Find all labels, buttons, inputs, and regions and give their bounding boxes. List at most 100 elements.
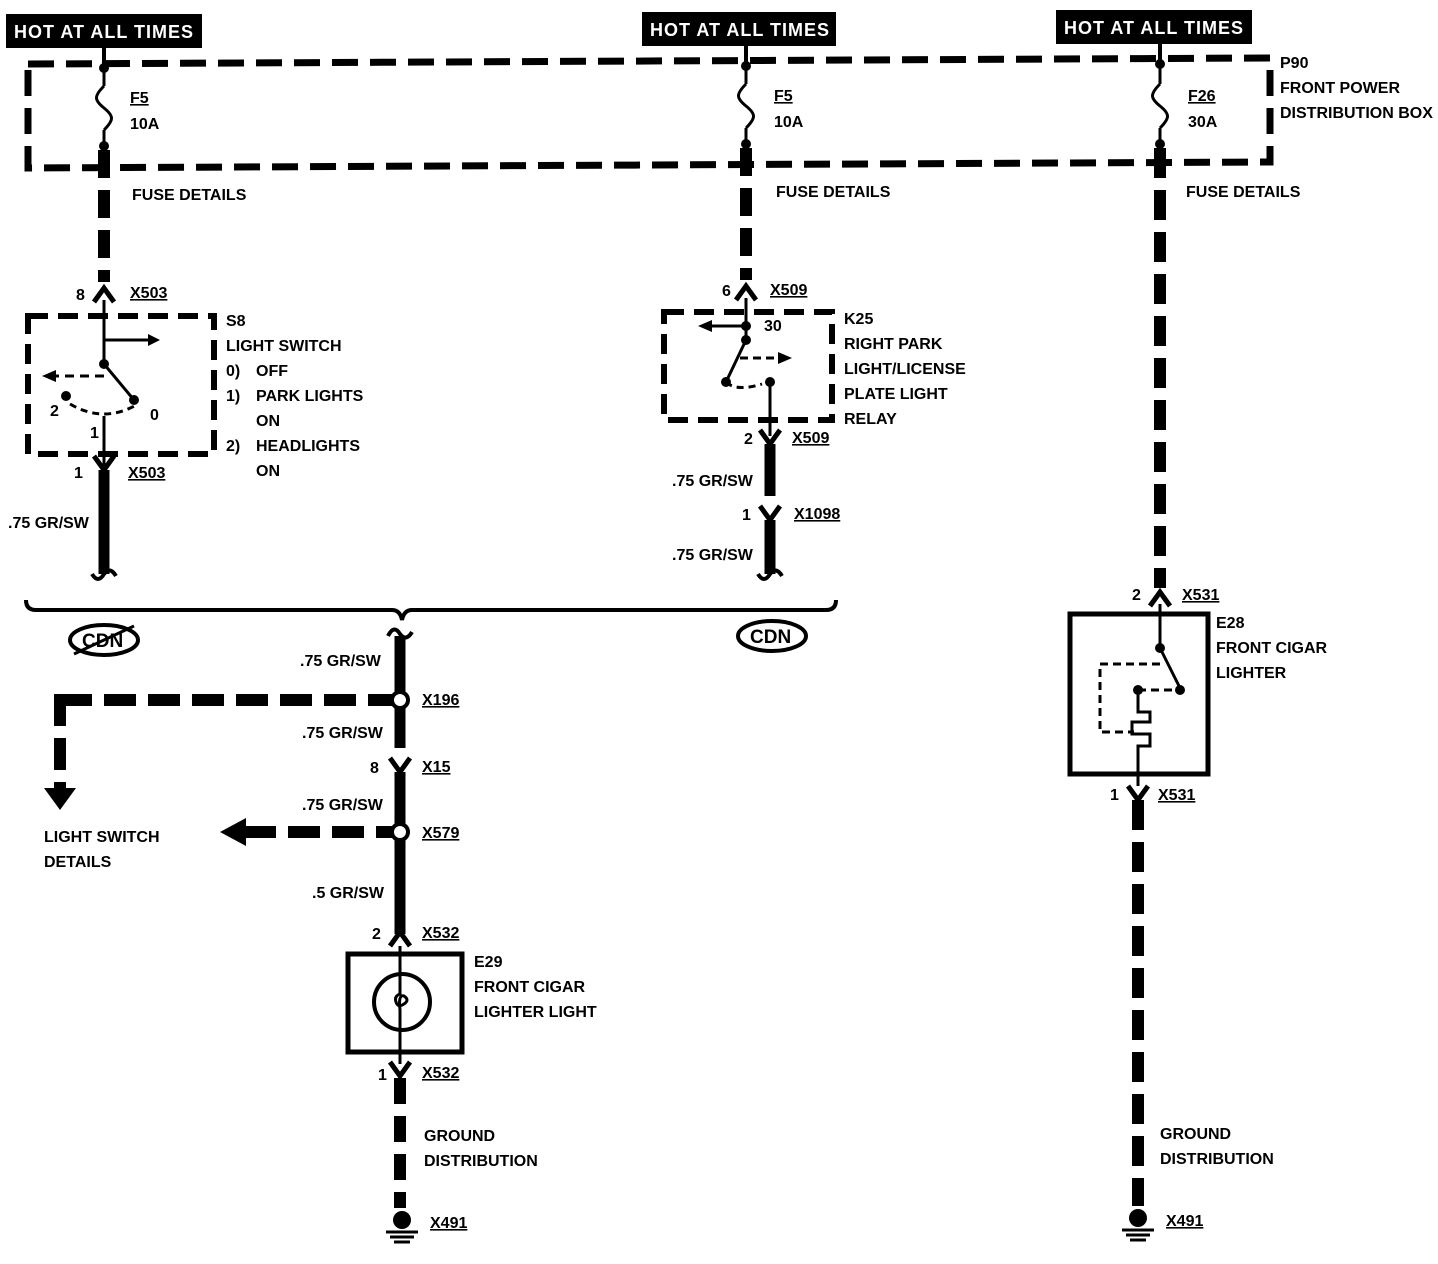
connector-arrow	[1125, 784, 1151, 805]
switch-pin-bottom: 1	[90, 425, 99, 442]
pin-number: 1	[1110, 787, 1119, 804]
component-name-line: RIGHT PARK	[844, 336, 943, 353]
fuse-details-link[interactable]: FUSE DETAILS	[776, 184, 891, 201]
connector-id: X491	[430, 1215, 467, 1232]
fuse-id: F5	[774, 88, 793, 105]
fuse-details-link[interactable]: FUSE DETAILS	[1186, 184, 1301, 201]
relay-terminal: 30	[764, 318, 782, 335]
connector-id: X503	[128, 465, 165, 482]
relay-symbol	[698, 298, 792, 436]
switch-pos-text: ON	[256, 463, 280, 480]
power-box-name-line2: DISTRIBUTION BOX	[1280, 105, 1433, 122]
wire-break	[756, 568, 784, 581]
connector-arrow	[91, 283, 117, 304]
hot-badge-left: HOT AT ALL TIMES	[6, 14, 202, 48]
fuse-details-link[interactable]: FUSE DETAILS	[132, 187, 247, 204]
component-id: S8	[226, 313, 246, 330]
light-switch-box	[25, 313, 217, 457]
switch-pos-text: ON	[256, 413, 280, 430]
switch-pos-text: OFF	[256, 363, 288, 380]
arrow-left-icon	[220, 818, 246, 846]
details-link-line[interactable]: DETAILS	[44, 854, 112, 871]
hot-badge-center: HOT AT ALL TIMES	[642, 12, 836, 46]
connector-id: X509	[770, 282, 807, 299]
connector-arrow	[387, 927, 413, 948]
wire-spec: .75 GR/SW	[302, 725, 384, 742]
hot-label: HOT AT ALL TIMES	[650, 20, 830, 40]
switch-pos-key: 0)	[226, 363, 240, 380]
pin-number: 2	[1132, 587, 1141, 604]
connector-arrow	[757, 504, 783, 525]
splice-dot	[390, 690, 410, 710]
switch-pin-right: 0	[150, 407, 159, 424]
component-name-line: FRONT CIGAR	[474, 979, 586, 996]
power-box-name-line1: FRONT POWER	[1280, 80, 1400, 97]
ground-label-line: DISTRIBUTION	[424, 1153, 538, 1170]
bus-brace	[24, 599, 838, 621]
component-name-line: LIGHT/LICENSE	[844, 361, 966, 378]
hot-label: HOT AT ALL TIMES	[14, 22, 194, 42]
splice-id: X196	[422, 692, 459, 709]
connector-id: X491	[1166, 1213, 1203, 1230]
connector-id: X532	[422, 925, 459, 942]
fuse-id: F26	[1188, 88, 1216, 105]
pin-number: 1	[742, 507, 751, 524]
component-name-line: LIGHTER	[1216, 665, 1287, 682]
fuse-id: F5	[130, 90, 149, 107]
component-name-line: FRONT CIGAR	[1216, 640, 1328, 657]
pin-number: 1	[74, 465, 83, 482]
arrow-down-icon	[44, 788, 76, 810]
connector-id: X503	[130, 285, 167, 302]
component-name: LIGHT SWITCH	[226, 338, 342, 355]
power-box-id: P90	[1280, 55, 1309, 72]
cigar-lighter-symbol	[1098, 604, 1185, 786]
hot-label: HOT AT ALL TIMES	[1064, 18, 1244, 38]
bulb-icon	[372, 946, 432, 1064]
wire-spec: .5 GR/SW	[312, 885, 385, 902]
switch-pos-text: HEADLIGHTS	[256, 438, 360, 455]
wire-spec: .75 GR/SW	[8, 515, 90, 532]
fuse-f26-right	[1151, 44, 1169, 149]
component-id: E28	[1216, 615, 1245, 632]
connector-arrow	[387, 756, 413, 777]
wire-spec: .75 GR/SW	[672, 547, 754, 564]
fuse-rating: 30A	[1188, 114, 1218, 131]
splice-dot	[390, 822, 410, 842]
ground-label-line: GROUND	[424, 1128, 495, 1145]
connector-arrow	[387, 1060, 413, 1081]
component-id: E29	[474, 954, 503, 971]
wire-break	[90, 568, 118, 581]
pin-number: 1	[378, 1067, 387, 1084]
pin-number: 8	[76, 287, 85, 304]
connector-id: X509	[792, 430, 829, 447]
fuse-rating: 10A	[130, 116, 160, 133]
fuse-rating: 10A	[774, 114, 804, 131]
ground-icon	[1122, 1209, 1154, 1242]
pin-number: 8	[370, 760, 379, 777]
connector-id: X531	[1158, 787, 1195, 804]
connector-arrow	[1147, 587, 1173, 608]
wire-spec: .75 GR/SW	[302, 797, 384, 814]
connector-id: X532	[422, 1065, 459, 1082]
light-switch-symbol	[42, 300, 160, 470]
component-name-line: RELAY	[844, 411, 897, 428]
lighter-light-box	[345, 951, 465, 1055]
switch-pin-left: 2	[50, 403, 59, 420]
component-id: K25	[844, 311, 873, 328]
wire-break	[386, 627, 414, 640]
pin-number: 6	[722, 283, 731, 300]
wire-spec: .75 GR/SW	[300, 653, 382, 670]
cdn-right: CDN	[736, 619, 808, 653]
relay-box	[661, 309, 835, 423]
ground-label-line: GROUND	[1160, 1126, 1231, 1143]
fuse-f5-left	[95, 48, 113, 151]
splice-id: X579	[422, 825, 459, 842]
switch-pos-key: 2)	[226, 438, 240, 455]
details-link-line[interactable]: LIGHT SWITCH	[44, 829, 160, 846]
hot-badge-right: HOT AT ALL TIMES	[1056, 10, 1252, 44]
wire-spec: .75 GR/SW	[672, 473, 754, 490]
component-name-line: PLATE LIGHT	[844, 386, 948, 403]
switch-pos-text: PARK LIGHTS	[256, 388, 364, 405]
